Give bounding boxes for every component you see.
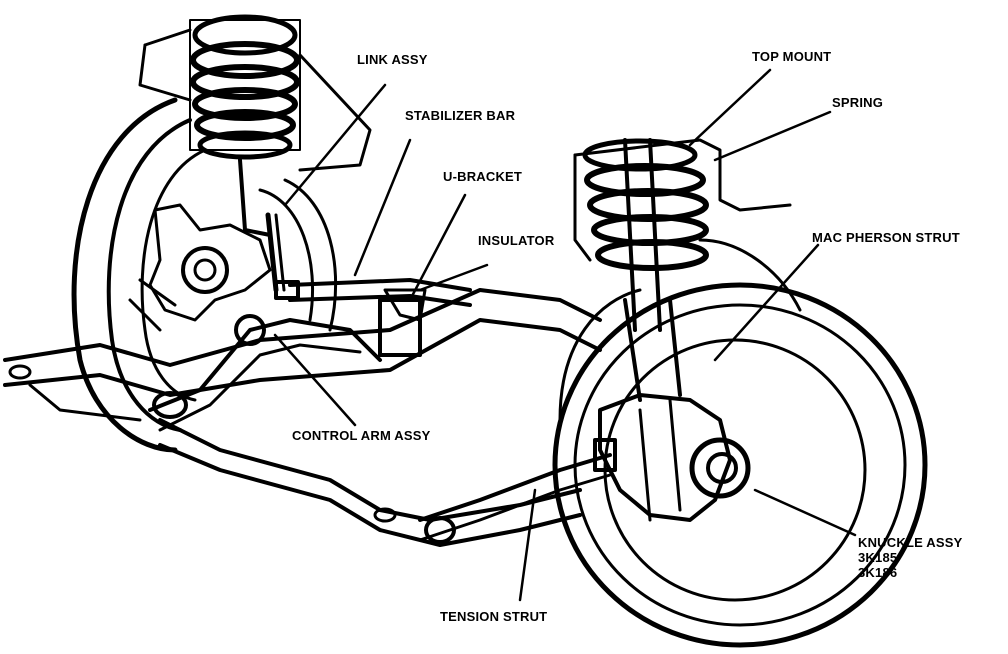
label-knuckle-assy: KNUCKLE ASSY 3K185 3K186 xyxy=(858,535,962,580)
label-spring: SPRING xyxy=(832,95,884,110)
label-insulator: INSULATOR xyxy=(478,233,555,248)
label-mac-pherson-strut: MAC PHERSON STRUT xyxy=(812,230,960,245)
label-tension-strut: TENSION STRUT xyxy=(440,609,548,624)
right-strut-spring xyxy=(573,138,792,402)
tension-strut-part xyxy=(418,453,612,544)
stabilizer-bar xyxy=(288,278,472,357)
left-knuckle xyxy=(128,203,272,332)
label-stabilizer-bar: STABILIZER BAR xyxy=(405,108,516,123)
link-assy-rod xyxy=(265,212,300,300)
control-arm xyxy=(148,314,382,432)
right-knuckle xyxy=(593,393,751,522)
label-link-assy: LINK ASSY xyxy=(357,52,428,67)
leader-lines xyxy=(273,68,857,602)
label-knuckle-part-1: 3K185 xyxy=(858,550,898,565)
left-wheel xyxy=(71,97,338,453)
left-coil-spring xyxy=(138,14,372,237)
label-knuckle-assy-title: KNUCKLE ASSY xyxy=(858,535,963,550)
right-wheel xyxy=(552,238,928,648)
label-knuckle-part-2: 3K186 xyxy=(858,565,898,580)
crossmember xyxy=(3,288,602,547)
label-control-arm-assy: CONTROL ARM ASSY xyxy=(292,428,431,443)
label-u-bracket: U-BRACKET xyxy=(443,169,523,184)
label-top-mount: TOP MOUNT xyxy=(752,49,832,64)
